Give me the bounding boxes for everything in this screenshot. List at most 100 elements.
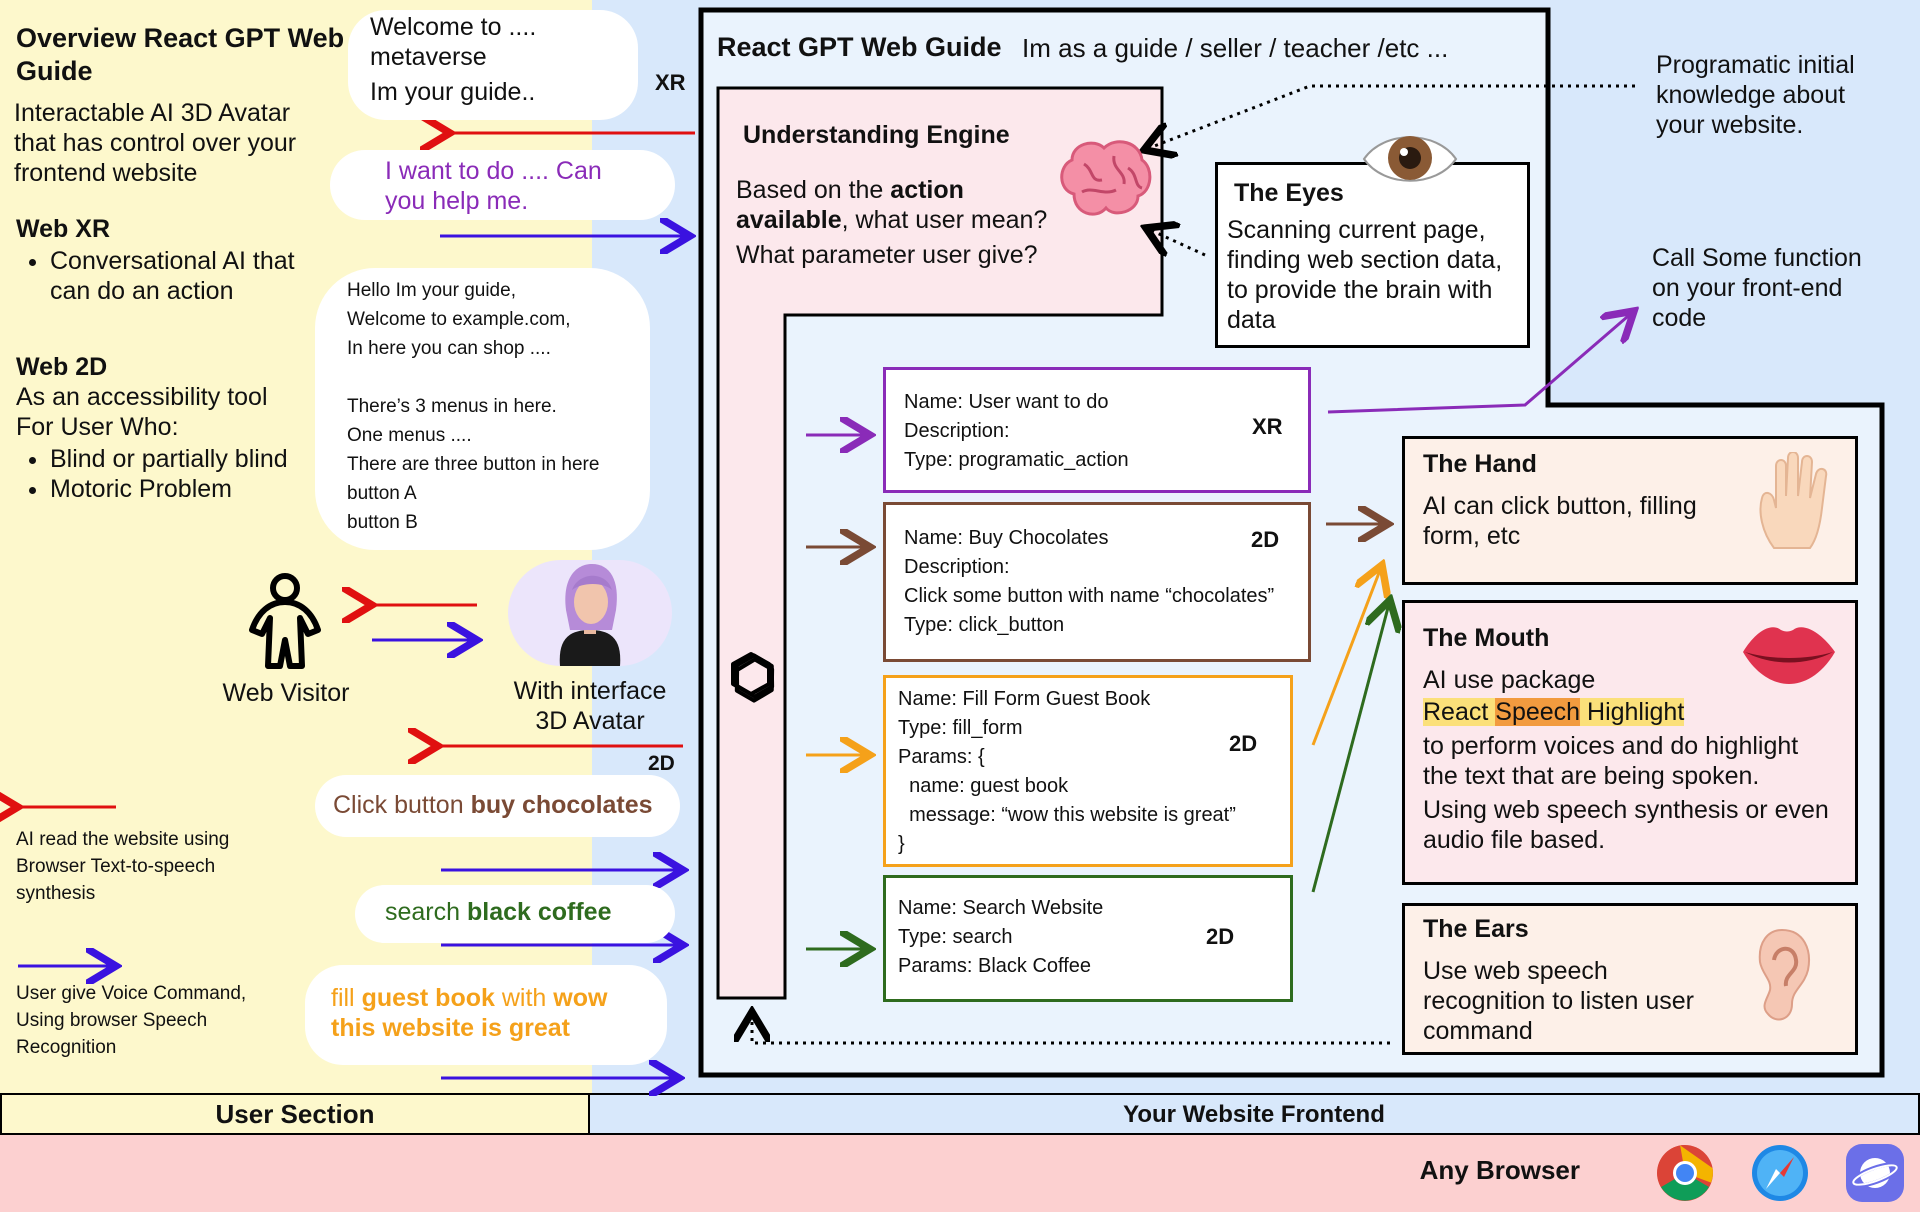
hand-icon bbox=[1759, 452, 1828, 549]
action-card-line: Type: search bbox=[898, 926, 1013, 948]
guide-line: button A bbox=[347, 483, 417, 504]
frontend-section-label: Your Website Frontend bbox=[590, 1093, 1920, 1135]
guide-line: In here you can shop .... bbox=[347, 338, 551, 359]
avatar bbox=[508, 560, 672, 666]
avatar-label: With interface 3D Avatar bbox=[513, 677, 667, 735]
engine-text-bold: available bbox=[736, 206, 842, 234]
action-card-line: Name: User want to do bbox=[904, 391, 1109, 413]
mouth-highlight-word: Highlight bbox=[1580, 698, 1685, 726]
frontend-title: React GPT Web Guide bbox=[717, 32, 1002, 62]
guide-line: There’s 3 menus in here. bbox=[347, 396, 557, 417]
browser-label: Any Browser bbox=[1419, 1155, 1580, 1185]
call-note: Call Some function on your front-end cod… bbox=[1652, 244, 1862, 332]
eyes-title: The Eyes bbox=[1234, 179, 1344, 207]
ears-title: The Ears bbox=[1423, 915, 1529, 943]
eyes-text: Scanning current page, finding web secti… bbox=[1227, 216, 1503, 334]
action-card-line: Name: Buy Chocolates bbox=[904, 527, 1109, 549]
web-xr-item: Conversational AI that can do an action bbox=[50, 246, 336, 306]
fill-text-bold: this website is great bbox=[331, 1014, 570, 1042]
legend-red-text: AI read the website using Browser Text-t… bbox=[16, 829, 230, 904]
eyes-box: The Eyes Scanning current page, finding … bbox=[1215, 162, 1530, 348]
action-card-line: Description: bbox=[904, 556, 1010, 578]
want-todo-text: I want to do .... Can you help me. bbox=[385, 157, 602, 215]
action-card-line: Params: Black Coffee bbox=[898, 955, 1092, 977]
programatic-note: Programatic initial knowledge about your… bbox=[1656, 51, 1855, 139]
ears-text: Use web speech recognition to listen use… bbox=[1423, 957, 1694, 1045]
guide-line: Hello Im your guide, bbox=[347, 280, 516, 301]
mouth-line2: to perform voices and do highlight the t… bbox=[1423, 732, 1799, 790]
guide-line bbox=[347, 363, 599, 392]
click-bubble: Click button buy chocolates bbox=[315, 775, 680, 837]
action-card-line: Type: programatic_action bbox=[904, 449, 1129, 471]
engine-text-plain: , what user mean? bbox=[841, 206, 1048, 234]
welcome-line: Im your guide.. bbox=[370, 78, 536, 106]
hand-text: AI can click button, filling form, etc bbox=[1423, 492, 1697, 550]
web-xr-heading: Web XR bbox=[16, 215, 110, 243]
mouth-box: The Mouth AI use package React Speech Hi… bbox=[1402, 600, 1858, 885]
action-card-tag: XR bbox=[1252, 414, 1283, 439]
action-card-line: Click some button with name “chocolates” bbox=[904, 585, 1275, 607]
action-card-line: Name: Fill Form Guest Book bbox=[898, 688, 1151, 710]
web-2d-line2: For User Who: bbox=[16, 413, 179, 441]
welcome-line: Welcome to .... bbox=[370, 13, 537, 41]
web-xr-block: Web XR Conversational AI that can do an … bbox=[16, 214, 336, 306]
engine-title: Understanding Engine bbox=[743, 121, 1010, 149]
web-visitor-label: Web Visitor bbox=[222, 679, 350, 707]
brain-icon bbox=[1060, 140, 1152, 216]
browser-bar bbox=[0, 1135, 1920, 1212]
legend-blue-text: User give Voice Command, Using browser S… bbox=[16, 983, 247, 1058]
engine-text: Based on the action available, what user… bbox=[736, 175, 1076, 270]
guide-text: Hello Im your guide, Welcome to example.c… bbox=[347, 276, 599, 537]
overview-intro: Interactable AI 3D Avatar that has contr… bbox=[14, 99, 297, 187]
guide-line: One menus .... bbox=[347, 425, 472, 446]
action-card-line: Type: click_button bbox=[904, 614, 1065, 636]
want-todo-bubble: I want to do .... Can you help me. bbox=[330, 150, 675, 220]
action-card-line: name: guest book bbox=[898, 775, 1069, 797]
frontend-subtitle: Im as a guide / seller / teacher /etc ..… bbox=[1022, 33, 1449, 63]
guide-line: Welcome to example.com, bbox=[347, 309, 571, 330]
person-icon bbox=[249, 573, 321, 669]
user-section-label: User Section bbox=[0, 1093, 590, 1135]
web-2d-heading: Web 2D bbox=[16, 353, 108, 381]
click-text: Click button buy chocolates bbox=[333, 790, 653, 820]
fill-text-plain: fill bbox=[331, 984, 362, 1012]
action-card-line: Name: Search Website bbox=[898, 897, 1104, 919]
action-card-line: } bbox=[898, 833, 905, 855]
search-text-plain: search bbox=[385, 898, 467, 926]
fill-text-plain: with bbox=[494, 984, 554, 1012]
mouth-highlight: React Speech Highlight bbox=[1423, 697, 1837, 727]
action-card-tag: 2D bbox=[1251, 527, 1280, 552]
mouth-title: The Mouth bbox=[1423, 624, 1550, 652]
web-2d-item: Blind or partially blind bbox=[50, 444, 336, 474]
mouth-highlight-word-active: Speech bbox=[1495, 698, 1581, 726]
tag-2d: 2D bbox=[648, 752, 675, 775]
welcome-line: metaverse bbox=[370, 43, 487, 71]
welcome-bubble: Welcome to .... metaverse Im your guide.… bbox=[348, 10, 638, 120]
engine-text-plain: Based on the bbox=[736, 176, 891, 204]
click-text-bold: buy chocolates bbox=[470, 791, 653, 819]
safari-icon bbox=[1752, 1145, 1808, 1201]
mouth-highlight-word: React bbox=[1423, 698, 1496, 726]
guide-line: There are three button in here bbox=[347, 454, 600, 475]
search-text-bold: black coffee bbox=[466, 898, 612, 926]
mouth-line1: AI use package bbox=[1423, 666, 1596, 694]
openai-logo-icon bbox=[731, 652, 775, 703]
fill-text-bold: guest book bbox=[361, 984, 495, 1012]
search-text: search black coffee bbox=[385, 897, 612, 927]
action-card-tag: 2D bbox=[1229, 731, 1258, 756]
action-card-line: Params: { bbox=[898, 746, 985, 768]
guide-bubble: Hello Im your guide, Welcome to example.c… bbox=[315, 268, 650, 550]
lips-icon bbox=[1743, 627, 1835, 684]
action-card-line: message: “wow this website is great” bbox=[898, 804, 1236, 826]
engine-text-plain: What parameter user give? bbox=[736, 241, 1038, 269]
web-2d-item: Motoric Problem bbox=[50, 474, 336, 504]
web-2d-line1: As an accessibility tool bbox=[16, 383, 268, 411]
samsung-internet-icon bbox=[1846, 1144, 1904, 1202]
guide-line: button B bbox=[347, 512, 418, 533]
web-2d-block: Web 2D As an accessibility tool For User… bbox=[16, 352, 336, 504]
search-bubble: search black coffee bbox=[355, 885, 675, 943]
